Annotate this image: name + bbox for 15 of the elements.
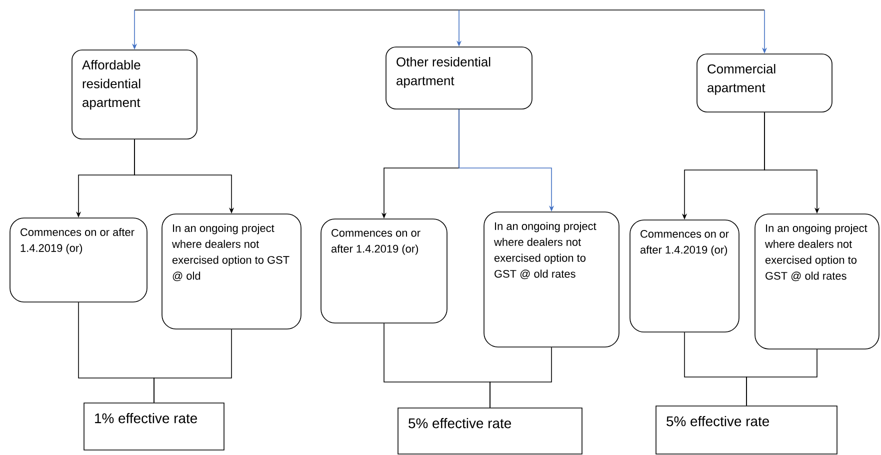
- rate-box: 5% effective rate: [656, 406, 838, 454]
- category-box: Affordable residential apartment: [72, 50, 198, 140]
- condition-box: In an ongoing project where dealers not exercised option to GST @ old: [162, 214, 302, 330]
- category-box: Other residential apartment: [386, 46, 532, 110]
- condition-box: In an ongoing project where dealers not exercised option to GST @ old rates: [754, 214, 880, 350]
- condition-box: In an ongoing project where dealers not exercised option to GST @ old rates: [484, 212, 620, 348]
- condition-box: Commences on or after 1.4.2019 (or): [10, 218, 148, 302]
- category-box: Commercial apartment: [696, 54, 832, 112]
- connector: [154, 329, 232, 403]
- condition-box: Commences on or after 1.4.2019 (or): [320, 218, 448, 324]
- condition-box: Commences on or after 1.4.2019 (or): [630, 220, 740, 332]
- connector: [490, 347, 552, 408]
- connector: [746, 349, 818, 406]
- rate-box: 5% effective rate: [398, 408, 582, 454]
- rate-box: 1% effective rate: [84, 402, 224, 450]
